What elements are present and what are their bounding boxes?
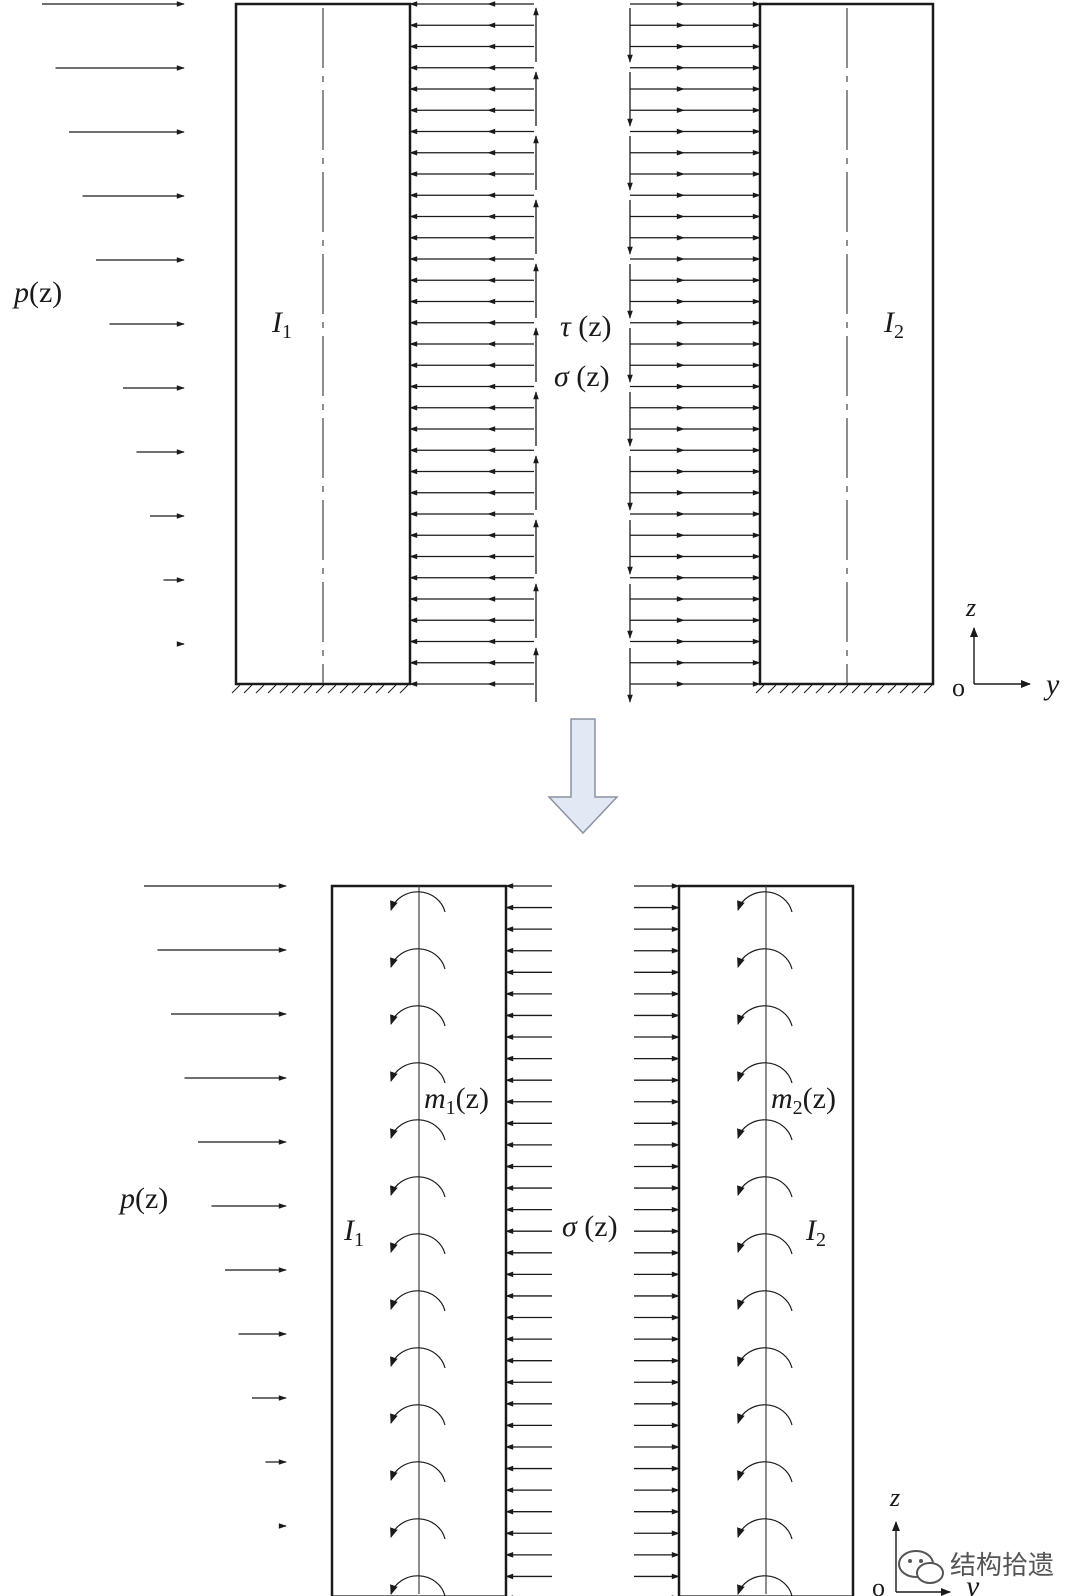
top-left-base-tick [315, 684, 325, 694]
bottom-left-moment-symbol [390, 891, 446, 913]
top-axis-z-label: z [965, 593, 976, 622]
bottom-axis-z-label: z [889, 1483, 900, 1512]
top-right-base-tick [851, 684, 861, 694]
bottom-axis-origin-label: o [872, 1573, 885, 1596]
bottom-left-moment-symbol [390, 1575, 446, 1596]
top-right-base-tick [803, 684, 813, 694]
top-left-base-tick [351, 684, 361, 694]
top-left-base-tick [327, 684, 337, 694]
top-left-base-tick [243, 684, 253, 694]
bottom-right-moment-symbol [737, 1176, 793, 1198]
top-left-base-tick [363, 684, 373, 694]
top-right-base-tick [839, 684, 849, 694]
top-left-base-tick [267, 684, 277, 694]
bottom-left-moment-symbol [390, 1518, 446, 1540]
top-left-base-tick [231, 684, 241, 694]
bottom-right-moment-symbol [737, 948, 793, 970]
top-shear-forces [533, 7, 633, 703]
bottom-moment-left-label: m1(z) [424, 1082, 489, 1119]
bottom-coordinate-axes: z y o [872, 1483, 980, 1596]
bottom-left-moment-symbol [390, 1233, 446, 1255]
top-left-base-tick [279, 684, 289, 694]
bottom-axial-label: σ (z) [562, 1210, 618, 1243]
bottom-right-moment-symbol [737, 1062, 793, 1084]
bottom-left-moment-symbol [390, 1176, 446, 1198]
top-left-base-tick [387, 684, 397, 694]
top-right-base-tick [767, 684, 777, 694]
bottom-right-moment-symbol [737, 1404, 793, 1426]
top-right-base-tick [791, 684, 801, 694]
bottom-left-moment-symbol [390, 1290, 446, 1312]
top-right-base-tick [827, 684, 837, 694]
top-left-base-tick [291, 684, 301, 694]
bottom-panel: m1(z) m2(z) p(z) I1 I2 σ (z) z y o [118, 883, 980, 1596]
bottom-right-moment-symbol [737, 1233, 793, 1255]
top-axial-label: σ (z) [554, 360, 610, 393]
top-left-base-tick [399, 684, 409, 694]
bottom-interface-forces [505, 883, 680, 1596]
transition-arrow [547, 718, 619, 835]
bottom-right-moment-symbol [737, 1119, 793, 1141]
bottom-left-moment-symbol [390, 1119, 446, 1141]
top-left-wall-label: I1 [271, 306, 292, 343]
bottom-left-moment-symbol [390, 1404, 446, 1426]
bottom-distributed-moments [390, 891, 793, 1596]
top-right-base-tick [899, 684, 909, 694]
top-right-wall-label: I2 [883, 306, 904, 343]
top-left-base-tick [339, 684, 349, 694]
bottom-right-wall-label: I2 [805, 1214, 826, 1251]
top-load-label: p(z) [12, 276, 62, 309]
top-axis-y-label: y [1043, 668, 1060, 701]
wechat-bubble-icon [898, 1550, 944, 1584]
top-right-base-tick [911, 684, 921, 694]
top-fixed-base [231, 683, 933, 694]
top-coordinate-axes: z y o [952, 593, 1060, 702]
bottom-axis-y-label: y [963, 1570, 980, 1596]
top-right-base-tick [875, 684, 885, 694]
top-distributed-load [42, 1, 185, 647]
top-right-base-tick [755, 684, 765, 694]
top-shear-label: τ (z) [560, 310, 612, 343]
bottom-right-moment-symbol [737, 1290, 793, 1312]
top-right-base-tick [815, 684, 825, 694]
bottom-left-moment-symbol [390, 1062, 446, 1084]
watermark: 结构拾遗 [898, 1550, 1054, 1584]
bottom-load-label: p(z) [118, 1182, 168, 1215]
bottom-left-moment-symbol [390, 1347, 446, 1369]
bottom-right-moment-symbol [737, 1461, 793, 1483]
top-left-base-tick [255, 684, 265, 694]
bottom-right-moment-symbol [737, 891, 793, 913]
bottom-right-moment-symbol [737, 1518, 793, 1540]
top-right-base-tick [863, 684, 873, 694]
bottom-distributed-load [144, 883, 287, 1529]
top-axis-origin-label: o [952, 673, 965, 702]
top-left-base-tick [375, 684, 385, 694]
watermark-text: 结构拾遗 [950, 1551, 1054, 1581]
bottom-left-moment-symbol [390, 1005, 446, 1027]
top-right-base-tick [923, 684, 933, 694]
bottom-left-moment-symbol [390, 948, 446, 970]
bottom-left-moment-symbol [390, 1461, 446, 1483]
top-right-base-tick [779, 684, 789, 694]
top-left-base-tick [303, 684, 313, 694]
bottom-moment-right-label: m2(z) [771, 1082, 836, 1119]
top-right-base-tick [887, 684, 897, 694]
top-panel: p(z) I1 I2 τ (z) σ (z) z y o [12, 1, 1060, 703]
top-interface-forces [409, 1, 761, 687]
bottom-left-wall-label: I1 [343, 1214, 364, 1251]
bottom-right-moment-symbol [737, 1347, 793, 1369]
bottom-right-moment-symbol [737, 1575, 793, 1596]
bottom-right-moment-symbol [737, 1005, 793, 1027]
